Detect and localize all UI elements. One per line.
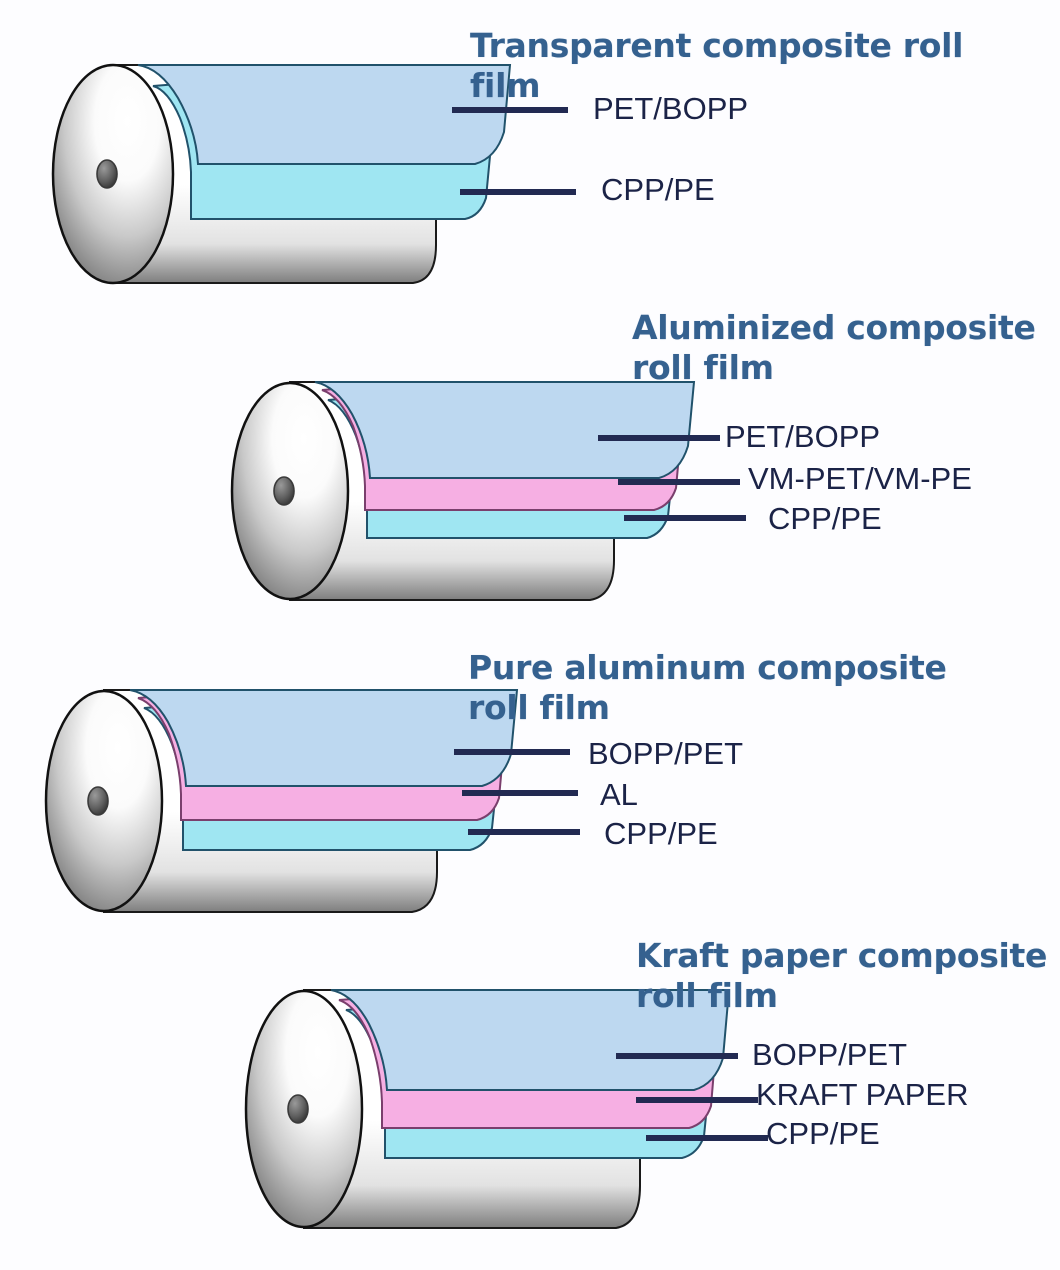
layer-label-transparent-1: CPP/PE	[601, 172, 715, 207]
section-title-transparent: Transparent composite roll film	[470, 26, 964, 105]
film-layer-top	[330, 989, 731, 1091]
roll-core-hole	[273, 476, 295, 506]
roll-illustration-pure-aluminum	[22, 680, 582, 930]
roll-illustration-kraft-paper	[222, 978, 792, 1248]
layer-label-transparent-0: PET/BOPP	[593, 91, 749, 126]
layer-label-kraft-paper-0: BOPP/PET	[752, 1037, 908, 1072]
layer-label-kraft-paper-2: CPP/PE	[766, 1116, 880, 1151]
layer-label-aluminized-0: PET/BOPP	[725, 419, 881, 454]
film-layer-top	[129, 689, 519, 787]
roll-illustration-aluminized	[210, 360, 770, 625]
section-title-aluminized: Aluminized composite roll film	[632, 308, 1036, 387]
roll-core-hole	[96, 159, 118, 189]
layer-label-pure-aluminum-2: CPP/PE	[604, 816, 718, 851]
layer-label-pure-aluminum-1: AL	[600, 777, 638, 812]
section-title-pure-aluminum: Pure aluminum composite roll film	[468, 648, 947, 727]
film-layer-top	[314, 381, 696, 479]
layer-label-kraft-paper-1: KRAFT PAPER	[756, 1077, 969, 1112]
layer-label-aluminized-1: VM-PET/VM-PE	[748, 461, 972, 496]
roll-core-hole	[287, 1094, 309, 1124]
roll-core-hole	[87, 786, 109, 816]
roll-illustration-transparent	[28, 40, 588, 310]
section-title-kraft-paper: Kraft paper composite roll film	[636, 936, 1048, 1015]
layer-label-aluminized-2: CPP/PE	[768, 501, 882, 536]
layer-label-pure-aluminum-0: BOPP/PET	[588, 736, 744, 771]
film-layer-top	[137, 64, 512, 165]
